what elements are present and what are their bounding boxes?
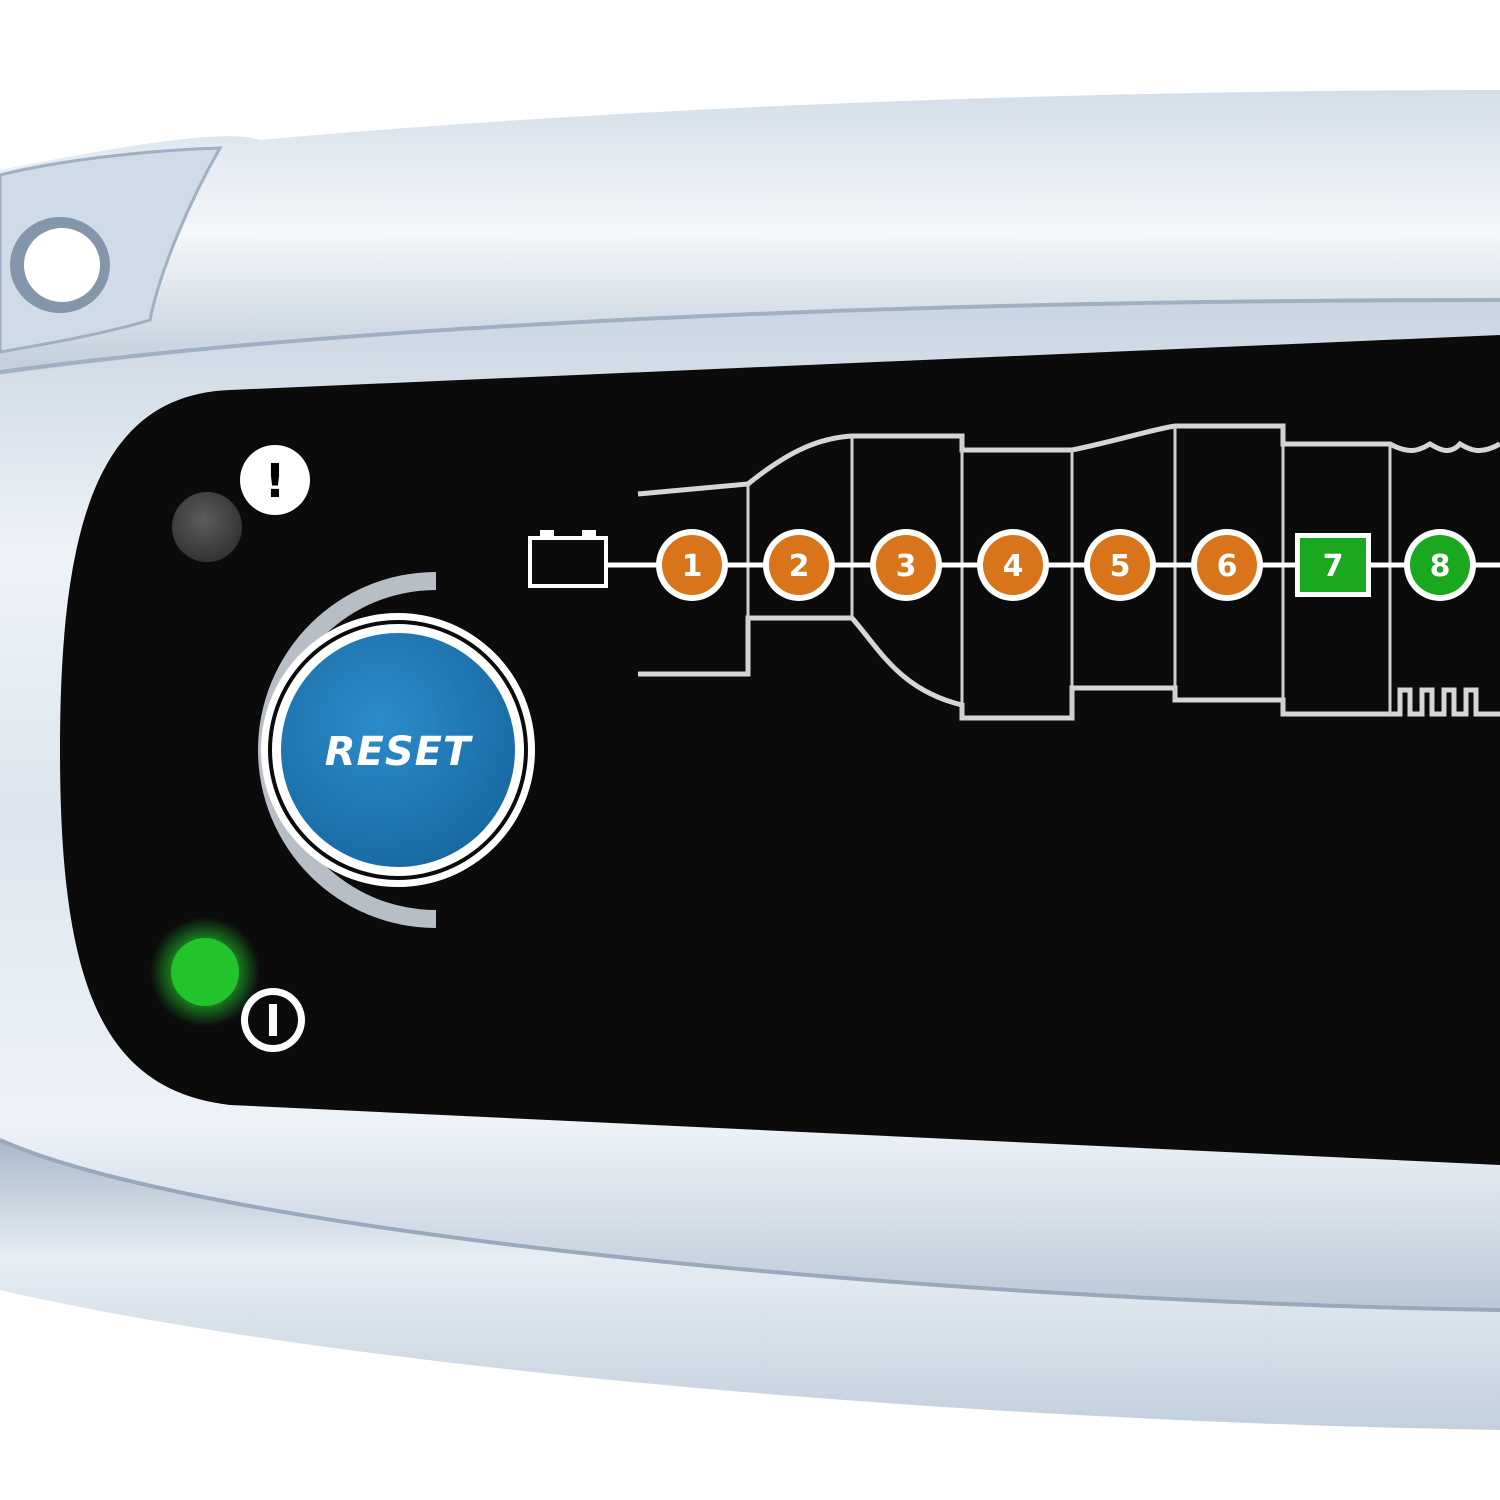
power-symbol-icon — [241, 988, 305, 1052]
charge-step-6: 6 — [1191, 529, 1263, 601]
charge-step-4-led — [983, 535, 1043, 595]
charge-step-7: 7 — [1295, 533, 1371, 597]
reset-button-face — [281, 633, 515, 867]
charge-step-1-led — [662, 535, 722, 595]
charge-step-8-led — [1410, 535, 1470, 595]
charge-step-2-label: 2 — [789, 549, 810, 584]
charge-step-8: 8 — [1404, 529, 1476, 601]
error-symbol-icon: ! — [240, 445, 310, 515]
charge-step-1-label: 1 — [682, 549, 703, 584]
charge-step-1: 1 — [656, 529, 728, 601]
charge-step-7-label: 7 — [1323, 549, 1344, 584]
charge-step-5: 5 — [1084, 529, 1156, 601]
charge-step-3: 3 — [870, 529, 942, 601]
housing-bottom-edge — [0, 1138, 1500, 1312]
reset-button-label: RESET — [325, 729, 473, 775]
charge-step-6-label: 6 — [1217, 549, 1238, 584]
charge-step-5-led — [1090, 535, 1150, 595]
charge-step-6-led — [1197, 535, 1257, 595]
housing-top-edge — [0, 298, 1500, 374]
charge-step-2-led — [769, 535, 829, 595]
mounting-hole-inner — [24, 228, 100, 302]
charge-step-2: 2 — [763, 529, 835, 601]
charge-step-4: 4 — [977, 529, 1049, 601]
reset-button[interactable]: RESET — [258, 572, 535, 928]
charge-step-indicators: 1 2 3 4 5 6 7 8 — [656, 529, 1476, 601]
charge-step-4-label: 4 — [1003, 549, 1024, 584]
charge-step-3-led — [876, 535, 936, 595]
housing-top-ridge — [0, 90, 1500, 375]
charge-step-5-label: 5 — [1110, 549, 1131, 584]
error-led — [172, 492, 242, 562]
power-led — [171, 938, 239, 1006]
charge-step-8-label: 8 — [1430, 549, 1451, 584]
charge-curve-diagram: 1 2 3 4 5 6 7 8 — [528, 423, 1500, 721]
housing-bottom-ridge — [0, 1140, 1500, 1430]
charge-step-3-label: 3 — [896, 549, 917, 584]
svg-text:!: ! — [265, 454, 286, 508]
charge-step-7-led — [1300, 538, 1366, 592]
battery-icon — [528, 530, 608, 588]
